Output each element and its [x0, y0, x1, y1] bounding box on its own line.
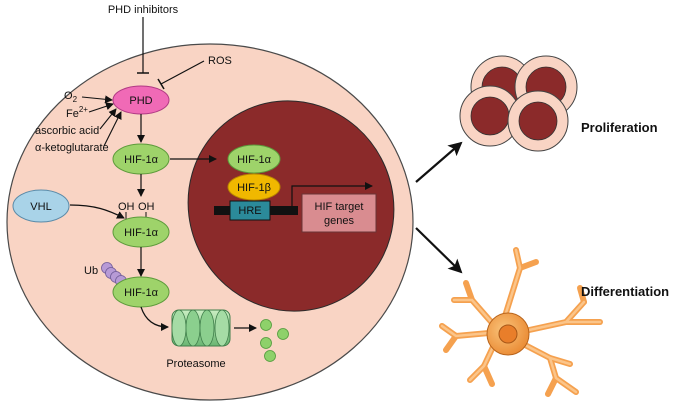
ub-label: Ub — [84, 265, 98, 277]
o2-label: O2 — [64, 90, 78, 104]
hif1a-mid-label: HIF-1α — [124, 227, 159, 239]
oh-left-label: OH — [118, 201, 135, 213]
fe-arrow — [88, 102, 114, 113]
peptide-fragments-icon — [260, 319, 289, 362]
hre-label: HRE — [238, 205, 261, 217]
ros-inhibitor-bar — [157, 78, 165, 90]
phd-label: PHD — [129, 95, 152, 107]
nucleus-hif1a-label: HIF-1α — [237, 154, 272, 166]
vhl-node — [12, 189, 70, 223]
oh-right-label: OH — [138, 201, 155, 213]
differentiation-arrow — [415, 227, 463, 274]
neuron-nucleus — [498, 324, 518, 344]
ascorbic-arrow — [99, 108, 117, 130]
nucleus-hif1a-node — [227, 144, 281, 174]
o2-arrow — [81, 95, 113, 104]
vhl-label: VHL — [30, 201, 51, 213]
hif-target-genes-box — [301, 193, 377, 233]
proliferation-arrow — [415, 141, 463, 183]
hre-box — [229, 200, 271, 221]
hif-to-proteasome-arrow — [140, 306, 169, 331]
ascorbic-acid-label: ascorbic acid — [35, 125, 99, 137]
nucleus-hif1b-node — [227, 173, 281, 201]
hif-target-genes-line1: HIF target — [315, 201, 364, 213]
ros-label: ROS — [208, 55, 232, 67]
proteasome-label: Proteasome — [166, 358, 225, 370]
ros-inhibitor-line — [160, 60, 205, 85]
hif-target-genes-line2: genes — [324, 215, 354, 227]
phd-inhibitors-label: PHD inhibitors — [108, 4, 179, 16]
vhl-to-hif-arrow — [69, 204, 125, 219]
hif1a-low-label: HIF-1α — [124, 287, 159, 299]
alpha-ketoglutarate-label: α-ketoglutarate — [35, 142, 109, 154]
proliferation-label: Proliferation — [581, 120, 658, 135]
neuron-icon — [439, 247, 603, 397]
proteasome-icon — [171, 309, 231, 347]
nucleus-hif1b-label: HIF-1β — [237, 182, 271, 194]
hif1a-top-label: HIF-1α — [124, 154, 159, 166]
differentiation-label: Differentiation — [581, 284, 669, 299]
proliferating-cells-icon — [459, 55, 578, 152]
transcription-arrow — [291, 182, 373, 206]
fe-label: Fe2+ — [66, 105, 88, 120]
akg-arrow — [103, 111, 122, 147]
